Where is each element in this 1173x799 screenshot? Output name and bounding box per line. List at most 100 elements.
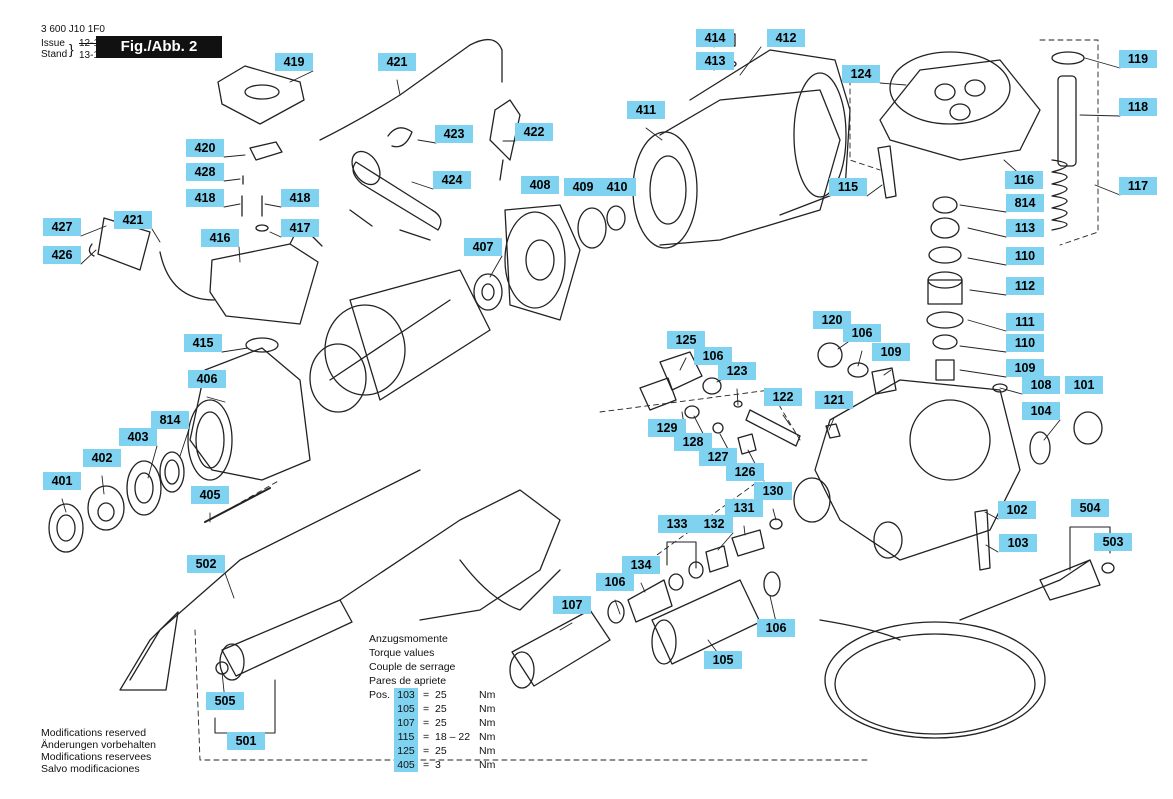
part-label-124: 124 bbox=[842, 65, 880, 83]
part-label-402: 402 bbox=[83, 449, 121, 467]
part-label-116: 116 bbox=[1005, 171, 1043, 189]
part-label-415: 415 bbox=[184, 334, 222, 352]
modifications-note: Modifications reserved Änderungen vorbeh… bbox=[41, 727, 156, 775]
part-label-505: 505 bbox=[206, 692, 244, 710]
part-label-132: 132 bbox=[695, 515, 733, 533]
torque-eq: = bbox=[423, 717, 430, 729]
torque-pos-label: Pos. bbox=[369, 689, 391, 701]
part-label-105: 105 bbox=[704, 651, 742, 669]
torque-title-de: Anzugsmomente bbox=[369, 633, 448, 645]
part-label-104: 104 bbox=[1022, 402, 1060, 420]
part-label-417: 417 bbox=[281, 219, 319, 237]
part-label-408: 408 bbox=[521, 176, 559, 194]
torque-eq: = bbox=[423, 731, 430, 743]
part-label-426: 426 bbox=[43, 246, 81, 264]
part-label-501: 501 bbox=[227, 732, 265, 750]
torque-title: Anzugsmomente Torque values Couple de se… bbox=[369, 632, 455, 688]
part-label-102: 102 bbox=[998, 501, 1036, 519]
figure-label: Fig./Abb. 2 bbox=[96, 36, 222, 58]
part-label-410: 410 bbox=[598, 178, 636, 196]
part-label-413: 413 bbox=[696, 52, 734, 70]
part-label-110b: 110 bbox=[1006, 334, 1044, 352]
part-label-414: 414 bbox=[696, 29, 734, 47]
part-label-122: 122 bbox=[764, 388, 802, 406]
part-label-106c: 106 bbox=[596, 573, 634, 591]
part-label-117: 117 bbox=[1119, 177, 1157, 195]
part-label-421b: 421 bbox=[114, 211, 152, 229]
part-label-419: 419 bbox=[275, 53, 313, 71]
part-label-127: 127 bbox=[699, 448, 737, 466]
part-label-407: 407 bbox=[464, 238, 502, 256]
part-label-421a: 421 bbox=[378, 53, 416, 71]
torque-value: 25 bbox=[435, 745, 447, 757]
part-label-119: 119 bbox=[1119, 50, 1157, 68]
part-label-106b: 106 bbox=[694, 347, 732, 365]
torque-value: 25 bbox=[435, 689, 447, 701]
part-label-109b: 109 bbox=[1006, 359, 1044, 377]
issue-bracket: } bbox=[69, 41, 74, 57]
torque-pos: 115 bbox=[394, 730, 418, 744]
part-label-107: 107 bbox=[553, 596, 591, 614]
part-label-123: 123 bbox=[718, 362, 756, 380]
part-label-134: 134 bbox=[622, 556, 660, 574]
modifications-es: Salvo modificaciones bbox=[41, 763, 140, 775]
part-label-423: 423 bbox=[435, 125, 473, 143]
part-label-411: 411 bbox=[627, 101, 665, 119]
torque-pos: 107 bbox=[394, 716, 418, 730]
issue-label: Issue bbox=[41, 38, 65, 49]
modifications-fr: Modifications reservees bbox=[41, 751, 152, 763]
part-label-106a: 106 bbox=[843, 324, 881, 342]
part-label-103: 103 bbox=[999, 534, 1037, 552]
part-label-109a: 109 bbox=[872, 343, 910, 361]
part-label-406: 406 bbox=[188, 370, 226, 388]
part-label-128: 128 bbox=[674, 433, 712, 451]
part-label-131: 131 bbox=[725, 499, 763, 517]
part-label-111: 111 bbox=[1006, 313, 1044, 331]
stand-label: Stand bbox=[41, 49, 68, 60]
part-label-418b: 418 bbox=[281, 189, 319, 207]
part-label-101: 101 bbox=[1065, 376, 1103, 394]
part-label-422: 422 bbox=[515, 123, 553, 141]
part-label-126: 126 bbox=[726, 463, 764, 481]
part-label-120: 120 bbox=[813, 311, 851, 329]
torque-value: 3 bbox=[435, 759, 441, 771]
part-label-125: 125 bbox=[667, 331, 705, 349]
part-label-504: 504 bbox=[1071, 499, 1109, 517]
part-label-814a: 814 bbox=[1006, 194, 1044, 212]
issue-old-date: 12-10 bbox=[79, 38, 105, 49]
part-label-133: 133 bbox=[658, 515, 696, 533]
part-label-110a: 110 bbox=[1006, 247, 1044, 265]
part-label-416: 416 bbox=[201, 229, 239, 247]
torque-value: 18 – 22 bbox=[435, 731, 471, 743]
part-label-418a: 418 bbox=[186, 189, 224, 207]
part-label-405: 405 bbox=[191, 486, 229, 504]
torque-title-en: Torque values bbox=[369, 647, 435, 659]
document-number: 3 600 J10 1F0 bbox=[41, 24, 105, 35]
modifications-de: Änderungen vorbehalten bbox=[41, 739, 157, 751]
part-label-409: 409 bbox=[564, 178, 602, 196]
part-label-115: 115 bbox=[829, 178, 867, 196]
torque-unit: Nm bbox=[479, 759, 496, 771]
torque-value: 25 bbox=[435, 703, 447, 715]
torque-eq: = bbox=[423, 703, 430, 715]
torque-pos: 105 bbox=[394, 702, 418, 716]
part-label-118: 118 bbox=[1119, 98, 1157, 116]
torque-unit: Nm bbox=[479, 745, 496, 757]
torque-pos: 103 bbox=[394, 688, 418, 702]
torque-eq: = bbox=[423, 689, 430, 701]
part-label-502: 502 bbox=[187, 555, 225, 573]
part-label-112: 112 bbox=[1006, 277, 1044, 295]
part-label-106d: 106 bbox=[757, 619, 795, 637]
part-label-401: 401 bbox=[43, 472, 81, 490]
part-label-130: 130 bbox=[754, 482, 792, 500]
part-label-121: 121 bbox=[815, 391, 853, 409]
torque-value: 25 bbox=[435, 717, 447, 729]
torque-eq: = bbox=[423, 745, 430, 757]
part-label-113: 113 bbox=[1006, 219, 1044, 237]
torque-unit: Nm bbox=[479, 717, 496, 729]
part-label-129: 129 bbox=[648, 419, 686, 437]
torque-title-fr: Couple de serrage bbox=[369, 661, 456, 673]
part-label-412: 412 bbox=[767, 29, 805, 47]
torque-pos: 125 bbox=[394, 744, 418, 758]
